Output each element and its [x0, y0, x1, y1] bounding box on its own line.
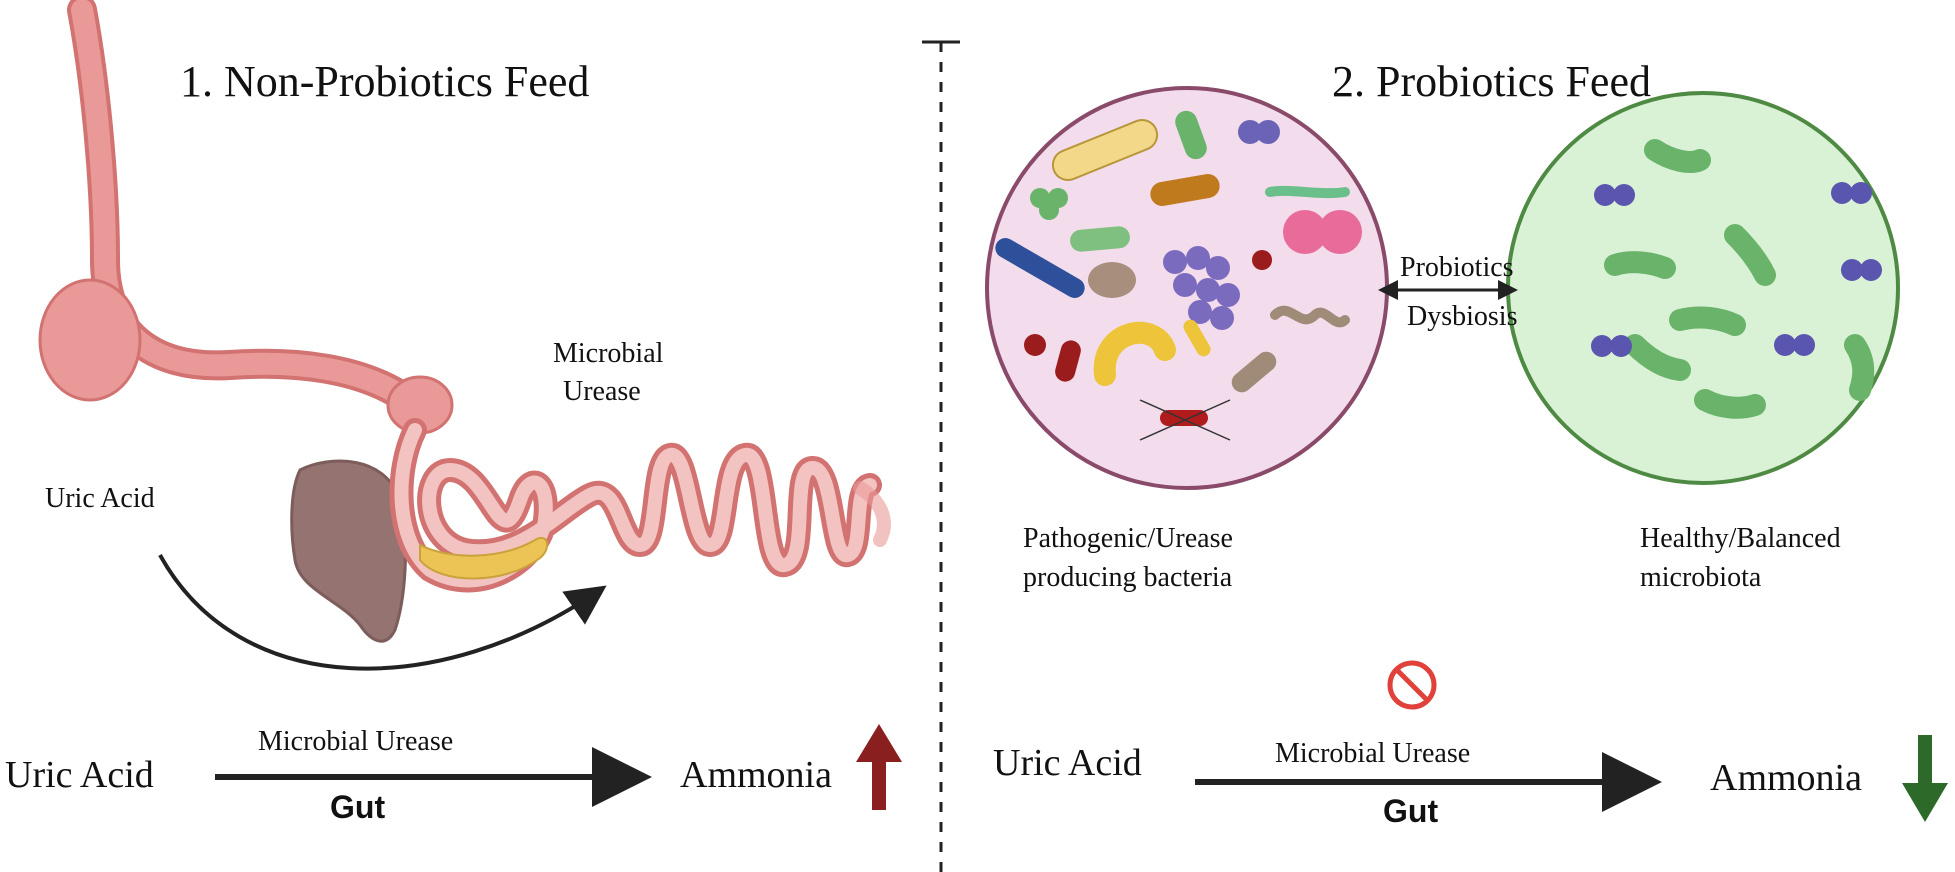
- up-arrow-icon: [856, 724, 902, 810]
- pathogenic-caption-line1: Pathogenic/Urease: [1023, 523, 1233, 554]
- healthy-caption-line2: microbiota: [1640, 562, 1762, 593]
- equation2-reactant: Uric Acid: [993, 742, 1142, 784]
- equation1-site: Gut: [330, 789, 385, 825]
- pathogenic-caption-line2: producing bacteria: [1023, 562, 1233, 593]
- healthy-caption-line1: Healthy/Balanced: [1640, 523, 1841, 554]
- digestive-tract-illustration: [38, 0, 891, 643]
- equation1-product: Ammonia: [680, 754, 832, 796]
- panel2-title: 2. Probiotics Feed: [1332, 57, 1651, 106]
- panel-probiotics: 2. Probiotics Feed: [985, 57, 1948, 829]
- prohibited-icon: [1387, 660, 1437, 710]
- panel2-equation: Uric Acid Microbial Urease Gut Ammonia: [993, 660, 1948, 829]
- dysbiosis-label: Dysbiosis: [1407, 301, 1517, 332]
- equation2-site: Gut: [1383, 793, 1438, 829]
- uric-acid-flow-arrow: [158, 554, 607, 671]
- bacteria-icon: [995, 110, 1362, 441]
- exchange-arrow: Probiotics Dysbiosis: [1378, 252, 1518, 332]
- panel1-equation: Uric Acid Microbial Urease Gut Ammonia: [5, 724, 902, 825]
- crop: [38, 278, 142, 402]
- healthy-microbiota-circle: [1506, 91, 1900, 485]
- bacteria-icon: [1591, 139, 1882, 419]
- panel-divider: [922, 40, 960, 872]
- pancreas: [419, 537, 549, 580]
- pathogenic-bacteria-circle: [985, 86, 1389, 490]
- equation2-enzyme: Microbial Urease: [1275, 738, 1470, 769]
- equation1-enzyme: Microbial Urease: [258, 726, 453, 757]
- panel1-title: 1. Non-Probiotics Feed: [180, 57, 589, 106]
- equation2-product: Ammonia: [1710, 757, 1862, 799]
- liver: [290, 459, 407, 643]
- panel-non-probiotics: 1. Non-Probiotics Feed Uric Acid Microbi…: [5, 0, 902, 825]
- probiotics-label: Probiotics: [1400, 252, 1514, 283]
- down-arrow-icon: [1902, 735, 1948, 822]
- microbial-label: Microbial: [553, 338, 664, 369]
- equation1-reactant: Uric Acid: [5, 754, 154, 796]
- urease-label: Urease: [563, 376, 641, 407]
- uric-acid-label: Uric Acid: [45, 483, 155, 514]
